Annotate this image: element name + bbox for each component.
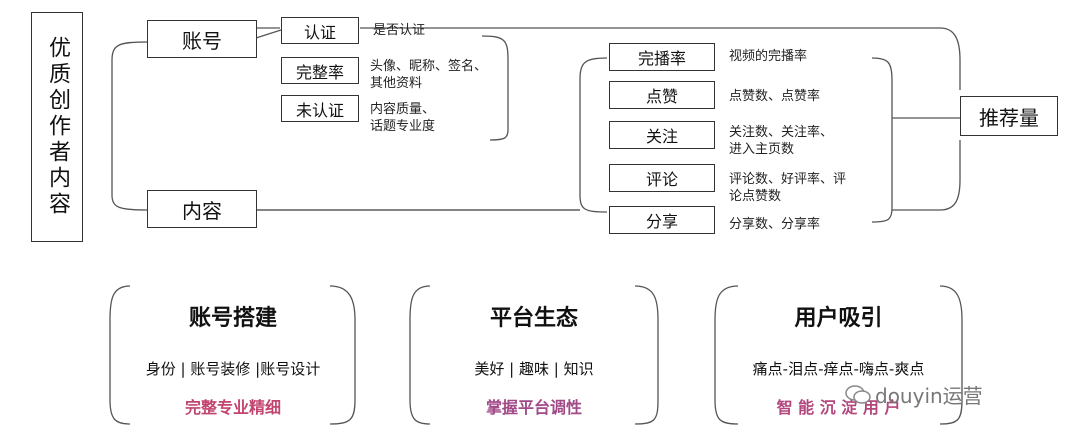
status-desc: 是否认证 bbox=[373, 23, 426, 38]
account-label: 账号 bbox=[182, 28, 222, 53]
status-label: 完整率 bbox=[295, 62, 344, 82]
wechat-icon bbox=[845, 384, 871, 404]
metric-label: 完播率 bbox=[637, 49, 686, 68]
card-tag: 掌握平台调性 bbox=[485, 398, 582, 417]
status-label: 未认证 bbox=[295, 100, 344, 120]
status-desc: 内容质量、 话题专业度 bbox=[370, 102, 436, 134]
metric-box-like: 点赞 bbox=[609, 81, 715, 109]
metric-box-follow: 关注 bbox=[609, 121, 715, 149]
metric-desc: 评论数、好评率、评 论点赞数 bbox=[729, 172, 847, 204]
card-subtitle: 身份 | 账号装修 |账号设计 bbox=[145, 360, 321, 378]
metric-box-completion: 完播率 bbox=[609, 43, 715, 71]
result-box: 推荐量 bbox=[960, 96, 1058, 136]
card-title: 账号搭建 bbox=[188, 306, 277, 331]
metric-desc: 关注数、关注率、 进入主页数 bbox=[729, 125, 834, 157]
metric-label: 评论 bbox=[645, 170, 678, 189]
card-account-setup: 账号搭建 身份 | 账号装修 |账号设计 完整专业精细 bbox=[110, 278, 356, 426]
metric-label: 分享 bbox=[645, 212, 678, 231]
left-title-box: 优质创作者内容 bbox=[31, 12, 83, 242]
left-title: 优质创作者内容 bbox=[45, 36, 70, 218]
card-title: 用户吸引 bbox=[794, 306, 883, 331]
account-box: 账号 bbox=[147, 20, 257, 58]
metric-desc: 点赞数、点赞率 bbox=[729, 89, 821, 104]
card-user-attraction: 用户吸引 痛点-泪点-痒点-嗨点-爽点 智 能 沉 淀 用 户 bbox=[715, 278, 962, 426]
metric-box-share: 分享 bbox=[609, 206, 715, 234]
content-box: 内容 bbox=[147, 190, 257, 228]
card-tag: 智 能 沉 淀 用 户 bbox=[776, 398, 901, 417]
metric-label: 点赞 bbox=[645, 87, 678, 106]
metric-desc: 分享数、分享率 bbox=[729, 217, 821, 232]
metric-desc: 视频的完播率 bbox=[729, 49, 808, 64]
card-tag: 完整专业精细 bbox=[184, 398, 281, 417]
watermark-text: douyin运营 bbox=[875, 384, 983, 408]
status-label: 认证 bbox=[303, 22, 336, 42]
card-subtitle: 美好 | 趣味 | 知识 bbox=[474, 360, 594, 378]
content-label: 内容 bbox=[182, 198, 222, 223]
result-label: 推荐量 bbox=[979, 105, 1039, 130]
watermark: douyin运营 bbox=[845, 380, 983, 409]
card-subtitle: 痛点-泪点-痒点-嗨点-爽点 bbox=[752, 360, 925, 378]
status-box-completeness: 完整率 bbox=[281, 57, 359, 84]
status-desc: 头像、昵称、签名、 其他资料 bbox=[370, 59, 488, 91]
card-title: 平台生态 bbox=[489, 306, 578, 331]
card-platform-ecology: 平台生态 美好 | 趣味 | 知识 掌握平台调性 bbox=[410, 278, 658, 426]
metric-label: 关注 bbox=[645, 127, 678, 146]
metric-box-comment: 评论 bbox=[609, 164, 715, 192]
status-box-unverified: 未认证 bbox=[281, 95, 359, 122]
status-box-verified: 认证 bbox=[281, 17, 359, 44]
